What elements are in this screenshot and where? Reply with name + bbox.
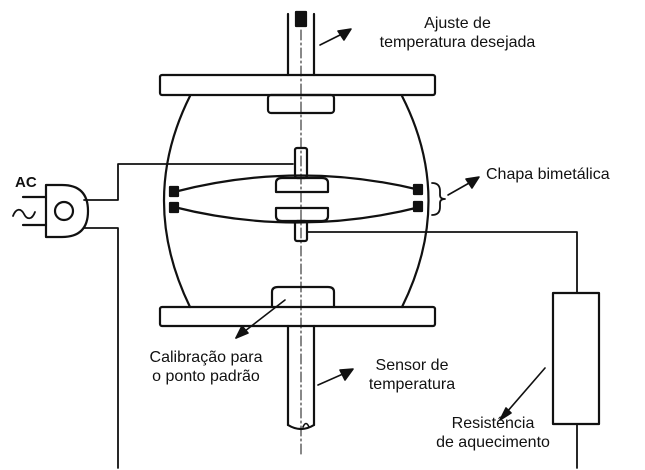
upper-contact	[274, 176, 330, 194]
calibration-label-line1: Calibração para	[149, 349, 263, 366]
lower-contact-pin	[293, 219, 309, 243]
heater-label-line2: de aquecimento	[436, 434, 550, 451]
calibration-label: Calibração para o ponto padrão	[122, 348, 290, 386]
bimetal-bracket	[431, 182, 446, 216]
frame-left-wall	[162, 94, 192, 309]
lower-contact	[274, 206, 330, 223]
setpoint-label-line1: Ajuste de	[424, 15, 491, 32]
calibration-block	[270, 285, 336, 309]
ac-label: AC	[15, 174, 37, 191]
adjustment-shaft	[286, 10, 316, 77]
leader-arrows	[235, 28, 546, 421]
wiring	[83, 163, 578, 469]
heater-label-line1: Resistência	[451, 415, 535, 432]
ac-plug-icon	[12, 183, 90, 239]
setpoint-label: Ajuste de temperatura desejada	[350, 14, 565, 52]
heating-resistor	[551, 291, 601, 426]
sensor-label: Sensor de temperatura	[356, 356, 468, 394]
bottom-plate	[158, 305, 437, 328]
upper-contact-pin	[293, 146, 309, 180]
upper-adjust-block	[266, 93, 336, 115]
frame-right-wall	[400, 94, 430, 309]
sensor-label-line2: temperatura	[368, 376, 456, 393]
calibration-label-line2: o ponto padrão	[152, 368, 260, 385]
heater-label: Resistência de aquecimento	[418, 414, 568, 452]
setpoint-label-line2: temperatura desejada	[379, 34, 536, 51]
top-plate	[158, 73, 437, 97]
bimetal-strips	[168, 174, 424, 224]
sensor-label-line1: Sensor de	[375, 357, 449, 374]
bimetal-label: Chapa bimetálica	[486, 166, 610, 183]
